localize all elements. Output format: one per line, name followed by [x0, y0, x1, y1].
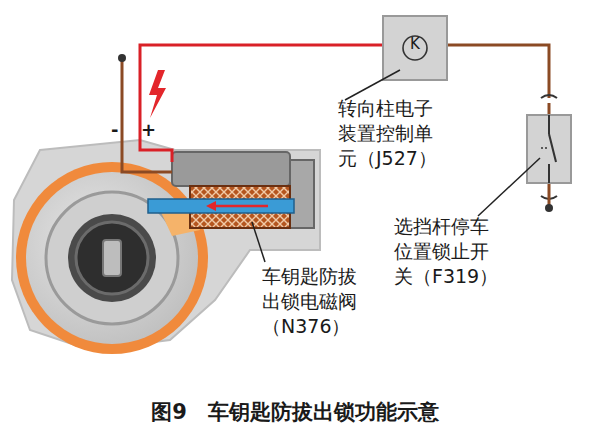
orange-ring: [16, 162, 208, 354]
wire-brown: [447, 45, 549, 98]
label-text: 转向柱电子装置控制单元（J527）: [338, 96, 446, 171]
polarity-sign: +: [141, 121, 153, 139]
control-unit: [383, 16, 447, 80]
leader-line: [478, 158, 540, 216]
label-text: 选挡杆停车位置锁止开关（F319）: [394, 214, 502, 289]
key-slot: [103, 240, 121, 276]
symbol-letter: K: [409, 37, 421, 52]
label-text: 车钥匙防拔出锁电磁阀（N376）: [262, 264, 372, 339]
leader-line: [252, 222, 265, 262]
leader-line: [345, 70, 400, 100]
figure-caption: 图9 车钥匙防拔出锁功能示意: [0, 398, 590, 426]
switch-box: [527, 115, 571, 183]
lightning: [149, 70, 166, 118]
wire-brown: [122, 58, 172, 172]
plunger: [148, 199, 294, 213]
wire-brown: [548, 183, 551, 207]
plug-connector: [172, 152, 290, 186]
polarity-sign: -: [111, 121, 121, 139]
